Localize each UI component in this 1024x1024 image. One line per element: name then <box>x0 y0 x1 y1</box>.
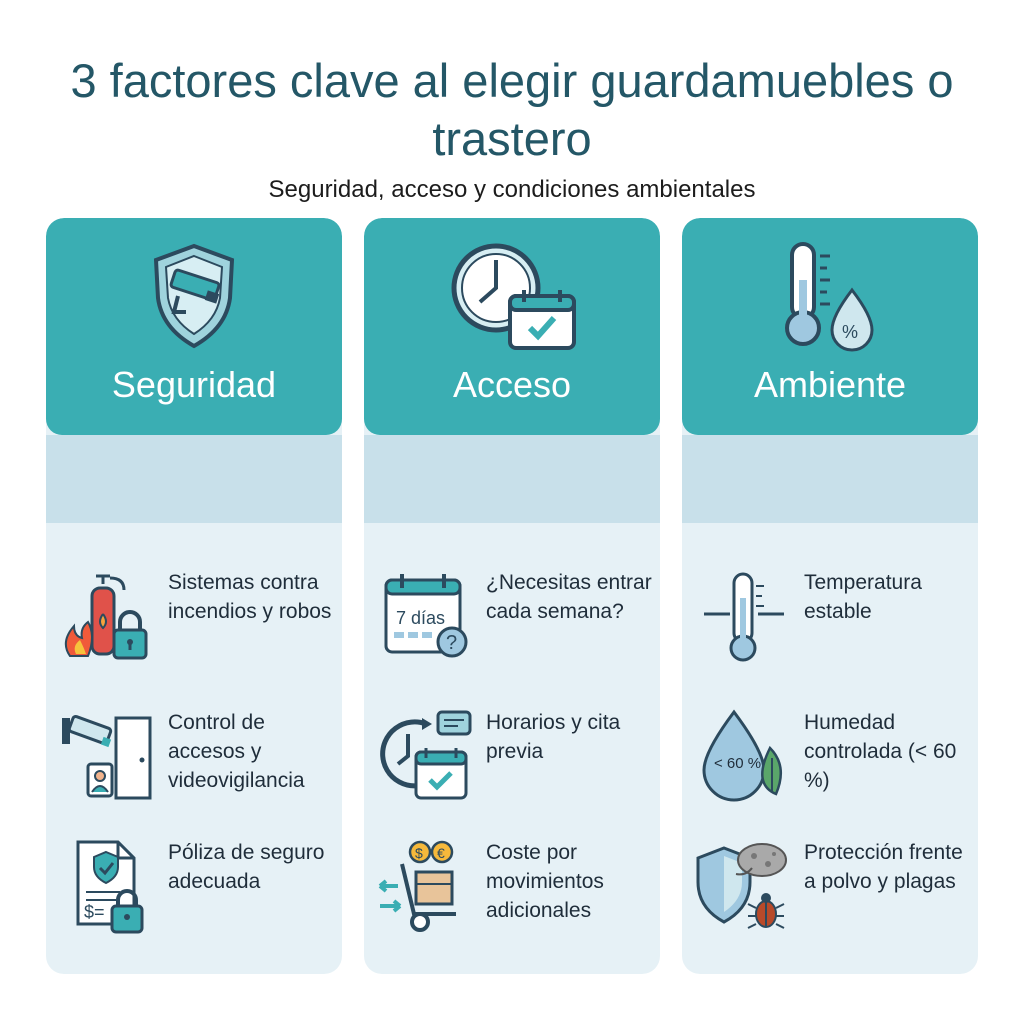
list-item: 7 días ? ¿Necesitas entrar cada semana? <box>364 568 660 668</box>
humidity-badge: < 60 % <box>714 755 761 772</box>
card-header: Seguridad <box>46 218 342 435</box>
card-header: Acceso <box>364 218 660 435</box>
list-item: < 60 % Humedad controlada (< 60 %) <box>682 708 978 808</box>
list-item: Sistemas contra incendios y robos <box>46 568 342 668</box>
list-item-text: Control de accesos y videovigilancia <box>168 711 305 792</box>
shield-dust-bug-icon <box>696 843 787 929</box>
calendar-badge: 7 días <box>396 608 445 628</box>
list-item: $= Póliza de seguro adecuada <box>46 838 342 938</box>
card-divider-band <box>364 435 660 523</box>
humidity-drop-icon: < 60 % <box>702 709 783 802</box>
hand-truck-coins-icon: $ € <box>378 840 456 932</box>
list-item-text: ¿Necesitas entrar cada semana? <box>486 571 652 623</box>
list-item-text: Sistemas contra incendios y robos <box>168 571 332 623</box>
list-item: Protección frente a polvo y plagas <box>682 838 978 938</box>
svg-text:$: $ <box>415 845 423 861</box>
card-title: Ambiente <box>753 364 907 405</box>
svg-text:€: € <box>437 845 445 861</box>
page-subtitle: Seguridad, acceso y condiciones ambienta… <box>268 176 756 203</box>
list-item: Control de accesos y videovigilancia <box>46 708 342 808</box>
card-ambiente: % Ambiente Temperatura estable < 60 % Hu… <box>682 218 978 974</box>
camera-door-icon <box>62 714 152 800</box>
list-item-text: Humedad controlada (< 60 %) <box>804 711 957 792</box>
page-title: 3 factores clave al elegir guardamuebles… <box>70 54 954 165</box>
svg-text:?: ? <box>446 632 457 654</box>
card-title: Seguridad <box>111 364 277 405</box>
calendar-question-icon: 7 días ? <box>384 574 468 658</box>
thermometer-humidity-icon: % <box>785 242 874 352</box>
list-item-text: Temperatura estable <box>804 571 922 623</box>
list-item-text: Protección frente a polvo y plagas <box>804 841 963 893</box>
list-item-text: Horarios y cita previa <box>486 711 621 763</box>
list-item-text: Póliza de seguro adecuada <box>168 841 325 893</box>
card-divider-band <box>682 435 978 523</box>
fire-extinguisher-lock-icon <box>64 574 148 660</box>
card-acceso: Acceso 7 días ? ¿Necesitas entrar cada s… <box>364 218 660 974</box>
list-item-text: Coste por movimientos adicionales <box>486 841 604 922</box>
card-seguridad: Seguridad Sistemas contra incendios y ro… <box>46 218 342 974</box>
svg-text:%: % <box>842 322 858 342</box>
clock-appointment-icon <box>380 710 472 800</box>
card-divider-band <box>46 435 342 523</box>
svg-text:$=: $= <box>84 902 105 922</box>
list-item: Horarios y cita previa <box>364 708 660 808</box>
card-header: % Ambiente <box>682 218 978 435</box>
clock-calendar-icon <box>451 243 576 350</box>
shield-camera-icon <box>153 243 235 349</box>
list-item: $ € Coste por movimientos adicionales <box>364 838 660 938</box>
thermometer-icon <box>704 572 784 662</box>
list-item: Temperatura estable <box>682 568 978 668</box>
insurance-document-icon: $= <box>76 840 144 934</box>
card-title: Acceso <box>452 364 572 405</box>
